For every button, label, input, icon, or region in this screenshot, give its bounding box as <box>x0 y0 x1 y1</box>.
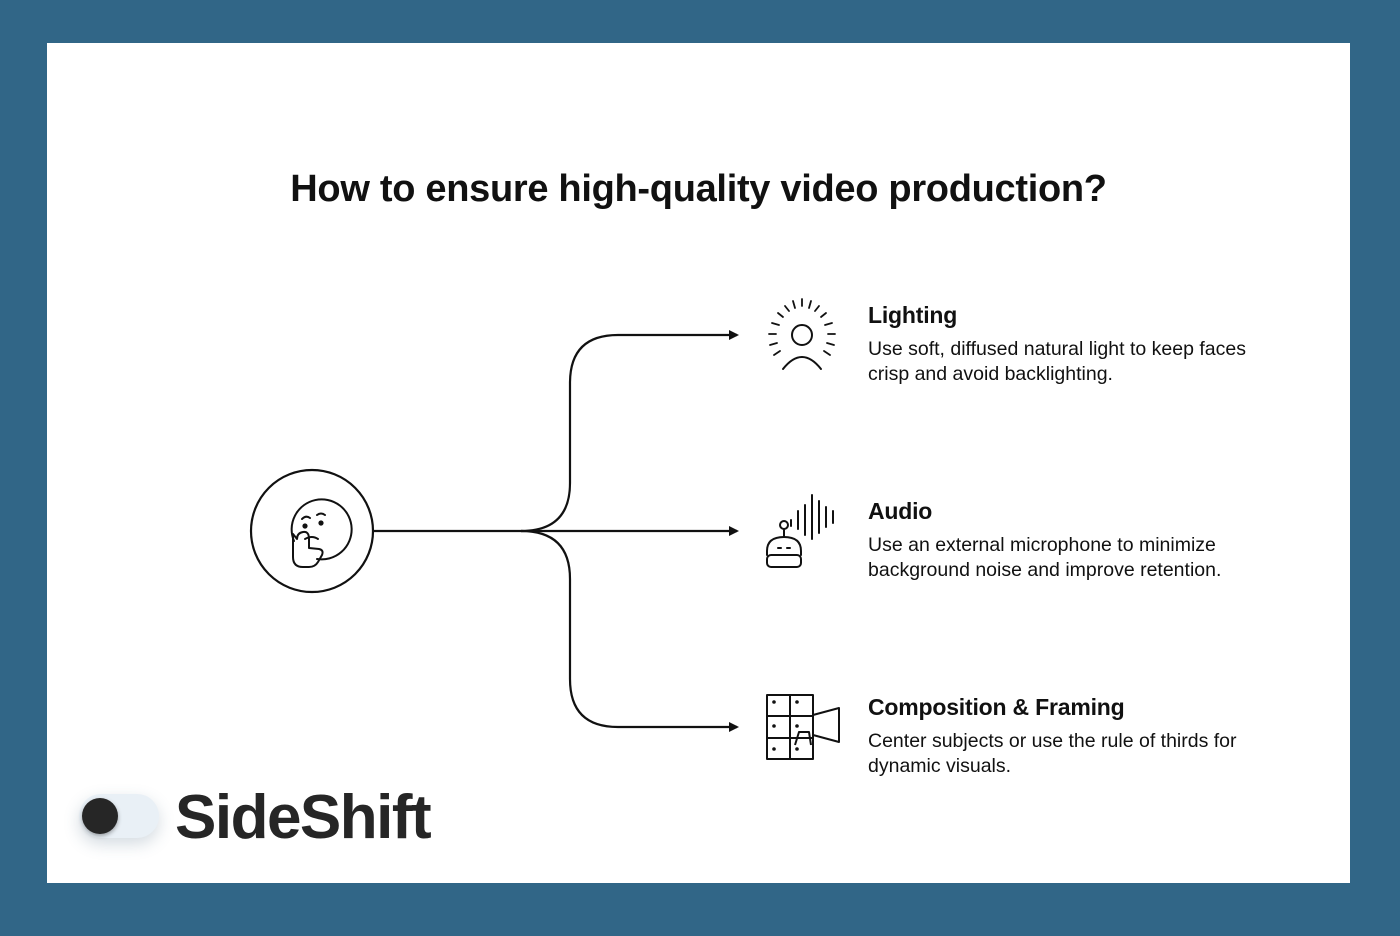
connector-composition <box>520 529 739 732</box>
toggle-switch-icon <box>79 794 159 838</box>
brand-logo: SideShift <box>79 778 479 862</box>
branch-diagram <box>249 298 840 760</box>
item-title: Audio <box>868 498 933 524</box>
composition-grid-camera-icon <box>766 694 840 760</box>
item-lighting: Lighting Use soft, diffused natural ligh… <box>868 301 1308 386</box>
connector-lines <box>373 330 739 732</box>
audio-microphone-icon <box>766 494 834 568</box>
item-description: Use an external microphone to minimize b… <box>868 534 1222 581</box>
thinking-face-icon <box>290 498 353 568</box>
item-description: Use soft, diffused natural light to keep… <box>868 338 1246 385</box>
item-composition: Composition & Framing Center subjects or… <box>868 693 1308 778</box>
brand-name: SideShift <box>175 783 432 852</box>
item-audio: Audio Use an external microphone to mini… <box>868 497 1308 582</box>
page-title: How to ensure high-quality video product… <box>290 168 1107 210</box>
connector-lighting <box>520 330 739 533</box>
item-description: Center subjects or use the rule of third… <box>868 730 1237 777</box>
toggle-knob <box>82 798 118 834</box>
item-title: Composition & Framing <box>868 694 1125 720</box>
lighting-person-icon <box>768 298 836 370</box>
item-title: Lighting <box>868 302 958 328</box>
infographic-card: How to ensure high-quality video product… <box>47 43 1350 883</box>
center-node <box>249 468 375 594</box>
